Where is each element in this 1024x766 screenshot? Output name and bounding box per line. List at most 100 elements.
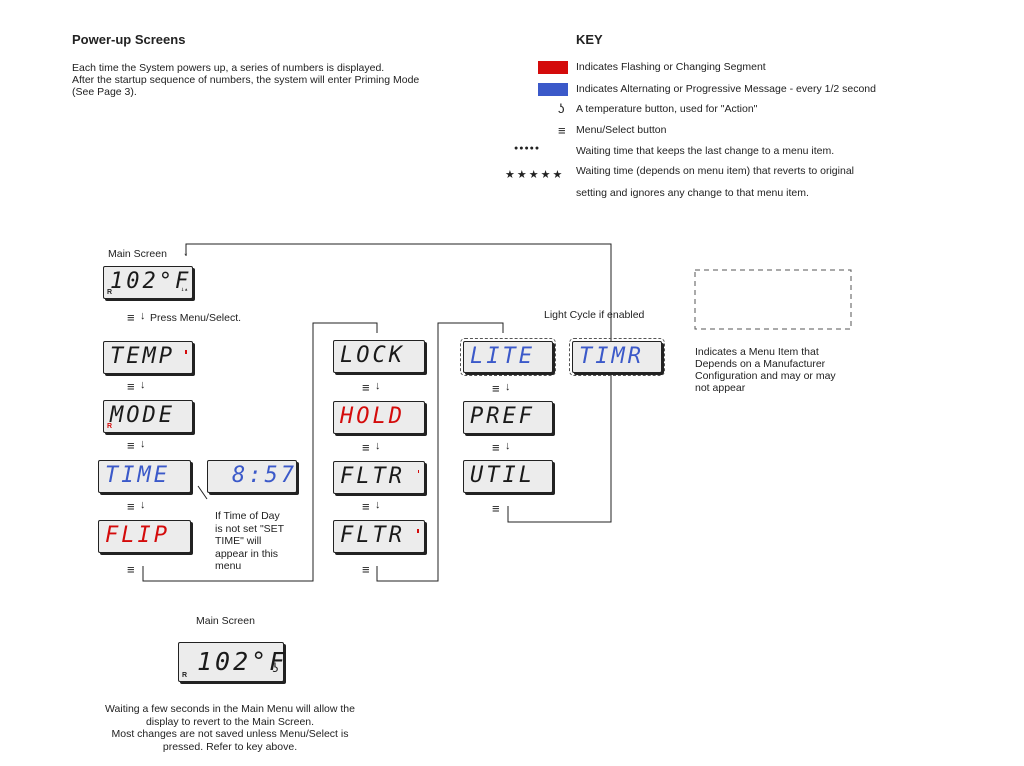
intro-heading: Power-up Screens — [72, 32, 186, 47]
down-arrow-icon: ↓ — [375, 499, 381, 511]
connector-line — [185, 243, 612, 523]
legend-line: not appear — [695, 382, 746, 394]
legend-line: Depends on a Manufacturer — [695, 358, 826, 370]
key-item: Indicates Flashing or Changing Segment — [576, 61, 766, 73]
r-indicator: R — [107, 423, 113, 430]
dots-icon: ●●●●● — [514, 145, 541, 152]
key-item: Waiting time (depends on menu item) that… — [576, 165, 854, 177]
down-arrow-icon: ↓ — [140, 438, 146, 450]
filter-2-display: FLTR — [333, 520, 425, 553]
heat-indicator-icon: ↓▴ — [180, 286, 188, 293]
light-timer-display: TIMR — [569, 338, 665, 376]
display-text: UTIL — [470, 463, 535, 488]
note-line: pressed. Refer to key above. — [162, 740, 298, 753]
legend-line: Indicates a Menu Item that — [695, 346, 819, 358]
optional-item-legend-text: Indicates a Menu Item that Depends on a … — [695, 346, 836, 394]
display-text: TIME — [105, 463, 170, 488]
flip-display: FLIP — [98, 520, 191, 553]
down-arrow-icon: ↓ — [140, 379, 146, 391]
down-arrow-icon: ↓ — [140, 310, 146, 322]
temp-display: TEMP — [103, 341, 193, 374]
intro-line: After the startup sequence of numbers, t… — [72, 74, 420, 86]
key-item: A temperature button, used for "Action" — [576, 103, 758, 115]
main-screen-display: 102°F R ↓▴ — [103, 266, 193, 299]
filter-1-display: FLTR — [333, 461, 425, 494]
display-text: 102°F — [110, 269, 192, 294]
key-heading: KEY — [576, 32, 603, 47]
menu-select-icon: ≡ — [127, 499, 135, 514]
utilities-display: UTIL — [463, 460, 553, 493]
key-item: setting and ignores any change to that m… — [576, 187, 809, 199]
key-item: Indicates Alternating or Progressive Mes… — [576, 83, 876, 95]
light-cycle-label: Light Cycle if enabled — [544, 309, 645, 321]
display-text: HOLD — [340, 404, 405, 429]
display-text: 102°F — [197, 647, 288, 676]
menu-select-icon: ≡ — [558, 123, 566, 138]
clock-display: 8:57 — [207, 460, 297, 493]
down-arrow-icon: ↓ — [505, 440, 511, 452]
stars-icon: ★★★★★ — [505, 169, 565, 181]
note-line: display to revert to the Main Screen. — [145, 715, 315, 728]
blue-swatch-icon — [538, 83, 568, 96]
bottom-note: Waiting a few seconds in the Main Menu w… — [70, 703, 390, 753]
r-indicator: R — [182, 672, 188, 679]
mode-display: MODE R — [103, 400, 193, 433]
temperature-button-icon: ʖ — [558, 101, 565, 116]
main-screen-label: Main Screen — [108, 248, 167, 260]
lite-display: LITE — [460, 338, 556, 376]
display-text: FLTR — [340, 464, 405, 489]
menu-select-icon: ≡ — [362, 562, 370, 577]
hold-display: HOLD — [333, 401, 425, 434]
down-arrow-icon: ↓ — [375, 440, 381, 452]
display-text: 8:57 — [232, 463, 297, 488]
note-line: If Time of Day — [215, 510, 280, 522]
display-text: FLIP — [105, 523, 170, 548]
down-arrow-icon: ↓ — [140, 499, 146, 511]
menu-select-icon: ≡ — [127, 562, 135, 577]
intro-line: (See Page 3). — [72, 86, 137, 98]
time-of-day-note: If Time of Day is not set "SET TIME" wil… — [215, 510, 284, 573]
menu-select-icon: ≡ — [127, 310, 135, 325]
menu-select-icon: ≡ — [362, 499, 370, 514]
display-text: TIMR — [579, 344, 644, 369]
note-line: appear in this — [215, 547, 279, 560]
menu-select-icon: ≡ — [492, 440, 500, 455]
red-swatch-icon — [538, 61, 568, 74]
optional-item-legend-box — [694, 269, 852, 330]
menu-select-icon: ≡ — [127, 379, 135, 394]
menu-select-icon: ≡ — [127, 438, 135, 453]
connector-line — [376, 322, 504, 582]
flashing-segment-icon — [185, 350, 187, 354]
display-text: PREF — [470, 404, 535, 429]
note-line: menu — [215, 560, 242, 572]
menu-select-icon: ≡ — [492, 501, 500, 516]
flashing-segment-icon — [418, 470, 419, 473]
menu-select-icon: ≡ — [362, 380, 370, 395]
legend-line: Configuration and may or may — [695, 370, 836, 382]
note-line: Waiting a few seconds in the Main Menu w… — [105, 703, 355, 715]
flashing-segment-icon — [417, 529, 419, 533]
down-arrow-icon: ↓ — [505, 381, 511, 393]
display-text: TEMP — [110, 344, 175, 369]
connector-line — [142, 322, 378, 582]
down-arrow-icon: ↓ — [375, 380, 381, 392]
display-text: LITE — [470, 344, 535, 369]
note-line: is not set "SET — [215, 522, 285, 535]
note-line: Most changes are not saved unless Menu/S… — [111, 728, 349, 740]
press-menu-select-label: Press Menu/Select. — [150, 312, 242, 324]
key-item: Menu/Select button — [576, 124, 667, 136]
display-text: MODE — [110, 403, 175, 428]
intro-paragraph: Each time the System powers up, a series… — [72, 62, 492, 98]
preferences-display: PREF — [463, 401, 553, 434]
menu-select-icon: ≡ — [492, 381, 500, 396]
temperature-button-icon: ʖ — [271, 661, 279, 675]
bottom-main-screen-label: Main Screen — [196, 615, 255, 627]
down-arrow-icon: ↓ — [183, 246, 189, 258]
display-text: FLTR — [340, 523, 405, 548]
intro-line: Each time the System powers up, a series… — [72, 62, 385, 74]
menu-select-icon: ≡ — [362, 440, 370, 455]
display-text: LOCK — [340, 343, 405, 368]
key-item: Waiting time that keeps the last change … — [576, 145, 835, 157]
r-indicator: R — [107, 289, 113, 296]
